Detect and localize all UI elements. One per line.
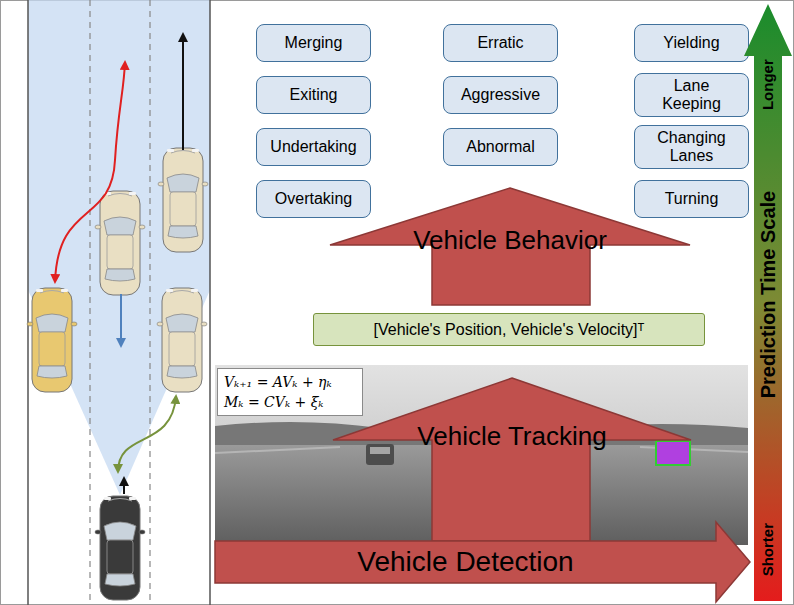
behavior-label: Turning <box>665 190 719 208</box>
behavior-label: Abnormal <box>466 138 534 156</box>
time-scale-label: Shorter <box>759 505 776 595</box>
field-of-view <box>28 0 210 495</box>
behavior-box: Overtaking <box>256 180 371 218</box>
behavior-box: Changing Lanes <box>634 125 749 169</box>
state-vector-box: [Vehicle's Position, Vehicle's Velocity]… <box>313 313 705 346</box>
car-merging <box>27 288 77 392</box>
behavior-label: Lane Keeping <box>646 77 738 112</box>
block-arrow-right-body <box>215 522 750 602</box>
behavior-label: Undertaking <box>270 138 356 156</box>
block-arrow-right: Vehicle Detection <box>215 510 750 602</box>
motion-arrow <box>182 34 184 150</box>
behavior-label: Yielding <box>663 34 719 52</box>
lane-divider <box>89 0 90 605</box>
behavior-box: Abnormal <box>443 128 558 166</box>
arrow-label: Vehicle Detection <box>215 546 716 578</box>
block-arrow-up-outline <box>333 378 691 541</box>
behavior-box: Yielding <box>634 24 749 62</box>
lane-change-arrow <box>55 62 125 282</box>
time-scale-label: Prediction Time Scale <box>757 134 780 454</box>
road-edge <box>27 0 29 605</box>
guard-rail <box>215 447 340 453</box>
behavior-label: Changing Lanes <box>646 129 738 164</box>
sky <box>215 365 748 545</box>
car-adjacent <box>157 288 207 392</box>
behavior-label: Erratic <box>477 34 523 52</box>
time-scale-arrow-body <box>744 4 792 601</box>
behavior-box: Erratic <box>443 24 558 62</box>
behavior-box: Lane Keeping <box>634 73 749 117</box>
behavior-label: Aggressive <box>461 86 540 104</box>
block-arrow-up: Vehicle Behavior <box>330 188 690 305</box>
tracked-vehicle <box>656 441 690 465</box>
vehicle-window <box>370 447 390 454</box>
camera-image <box>215 365 748 545</box>
car-slowing <box>95 191 145 295</box>
behavior-box: Exiting <box>256 76 371 114</box>
block-arrow-up: Vehicle Tracking <box>333 378 691 541</box>
motion-arrow <box>120 294 122 346</box>
arrow-label: Vehicle Behavior <box>410 226 610 256</box>
equation: Mₖ = CVₖ + ξₖ <box>224 392 323 412</box>
behavior-box: Turning <box>634 180 749 218</box>
time-scale-label: Longer <box>759 40 776 130</box>
road-edge <box>209 0 211 605</box>
ego-car <box>95 496 145 600</box>
behavior-label: Exiting <box>289 86 337 104</box>
equation: Vₖ₊₁ = AVₖ + ηₖ <box>224 372 332 392</box>
behavior-label: Overtaking <box>275 190 352 208</box>
lane-divider <box>149 0 150 605</box>
relation-arrow <box>118 396 176 472</box>
state-vector-label: [Vehicle's Position, Vehicle's Velocity]… <box>374 321 645 339</box>
behavior-label: Merging <box>285 34 343 52</box>
road-scene <box>27 0 210 605</box>
vehicle-silhouette <box>366 444 394 465</box>
behavior-box: Merging <box>256 24 371 62</box>
behavior-box: Undertaking <box>256 128 371 166</box>
ego-motion-arrow <box>123 478 125 494</box>
time-scale-arrow: LongerPrediction Time ScaleShorter <box>744 4 792 601</box>
behavior-box: Aggressive <box>443 76 558 114</box>
block-arrow-up-body <box>333 378 691 541</box>
block-arrow-up-body <box>330 188 690 305</box>
car-ahead <box>158 148 208 252</box>
arrow-label: Vehicle Tracking <box>412 422 612 452</box>
equation-box: Vₖ₊₁ = AVₖ + ηₖMₖ = CVₖ + ξₖ <box>217 368 363 417</box>
